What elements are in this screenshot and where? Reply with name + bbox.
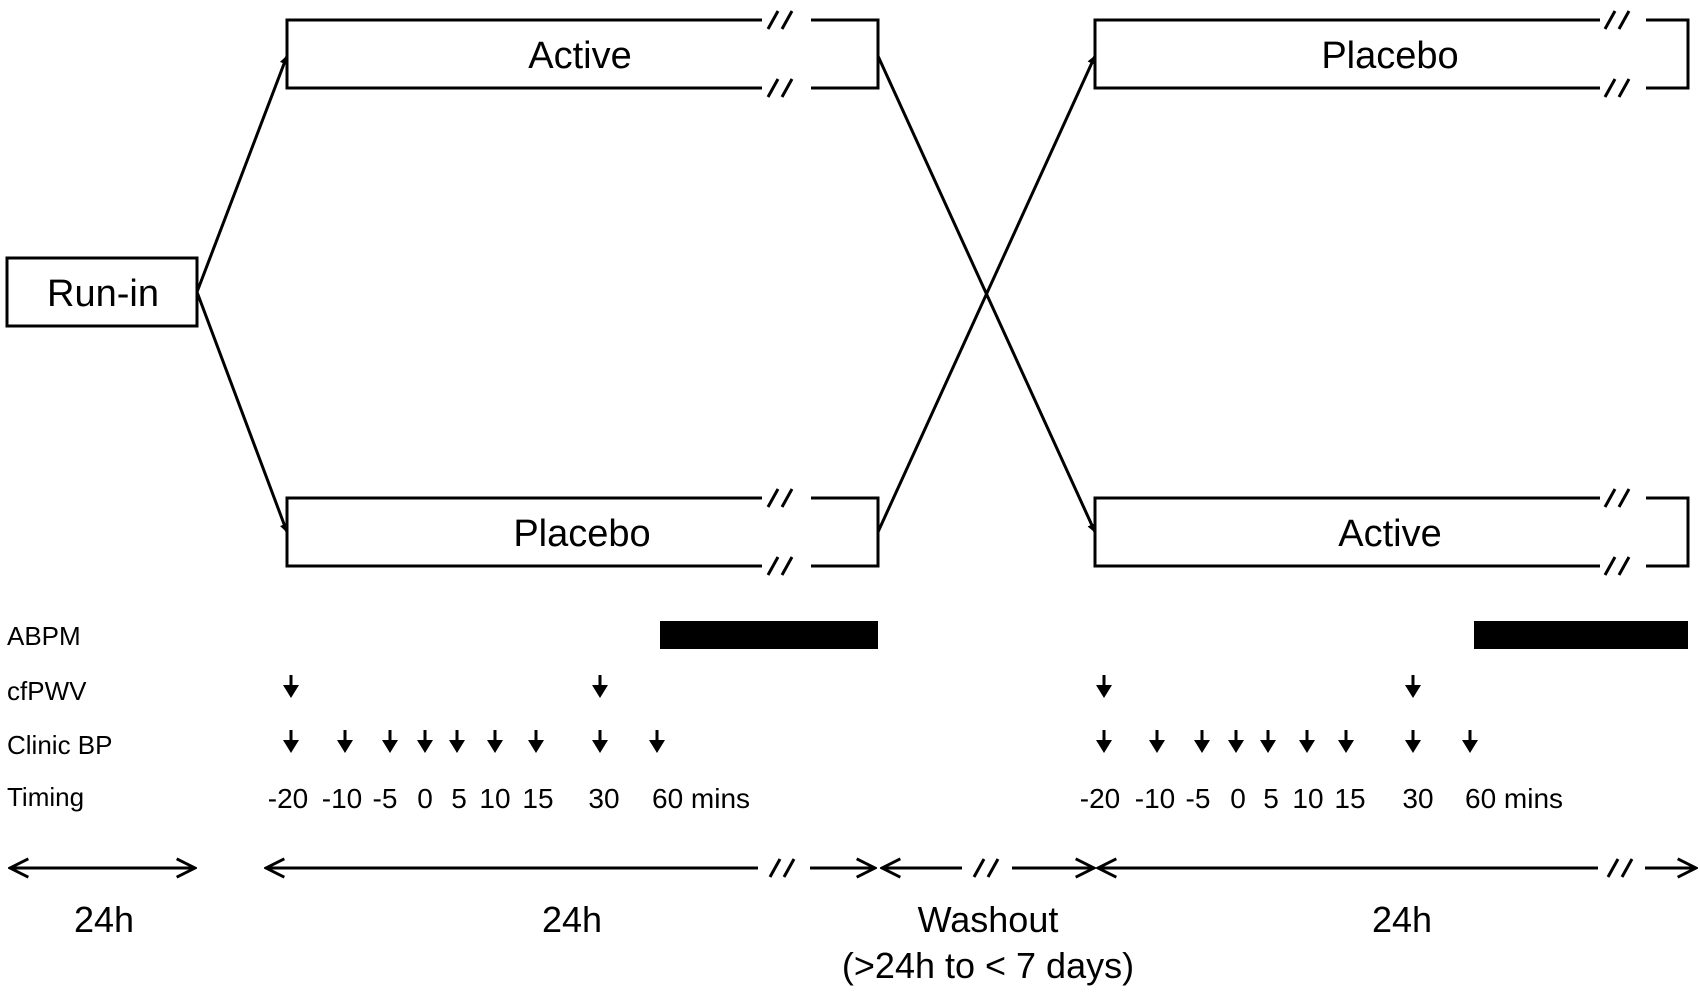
placebo-to-placebo-crossover-arrow [876, 55, 1097, 533]
period1-top-label: Active [528, 35, 631, 77]
clinic-bp-marker [649, 730, 665, 753]
clinic-bp-marker [337, 730, 353, 753]
abpm-bar-period2 [1474, 621, 1688, 649]
row-label-cfpwv: cfPWV [7, 676, 87, 706]
timing-tick: -5 [373, 783, 398, 814]
timing-tick: 0 [417, 783, 433, 814]
timing-tick: -10 [1135, 783, 1175, 814]
washout-label: Washout [918, 899, 1059, 940]
box-break-marks [766, 10, 1631, 576]
period1-bottom-label: Placebo [513, 513, 650, 555]
run-in-duration-label: 24h [74, 899, 134, 940]
period1-bottom-box: Placebo [285, 496, 880, 568]
timing-tick: 5 [451, 783, 467, 814]
timing-tick: 5 [1263, 783, 1279, 814]
timing-tick: -5 [1186, 783, 1211, 814]
clinic-bp-marker [1405, 730, 1421, 753]
timing-tick: 30 [1402, 783, 1433, 814]
timing-tick: 0 [1230, 783, 1246, 814]
period2-bottom-label: Active [1338, 513, 1441, 555]
measurement-markers [283, 675, 1478, 753]
cfpwv-marker [592, 675, 608, 698]
clinic-bp-marker [1462, 730, 1478, 753]
clinic-bp-marker [382, 730, 398, 753]
abpm-bar-period1 [660, 621, 878, 649]
run-in-label: Run-in [47, 273, 159, 315]
duration-break-marks [768, 858, 1634, 878]
period1-top-box: Active [285, 18, 880, 90]
timing-tick: -20 [268, 783, 308, 814]
period2-duration-label: 24h [1372, 899, 1432, 940]
row-label-clinic-bp: Clinic BP [7, 730, 112, 760]
clinic-bp-marker [1194, 730, 1210, 753]
run-in-box: Run-in [5, 256, 199, 328]
run-in-to-active-arrow [195, 55, 289, 293]
clinic-bp-marker [487, 730, 503, 753]
clinic-bp-marker [1096, 730, 1112, 753]
period2-top-box: Placebo [1093, 18, 1690, 90]
cfpwv-marker [1096, 675, 1112, 698]
timing-tick: 15 [522, 783, 553, 814]
timing-ticks-period2: -20 -10 -5 0 5 10 15 30 60 mins [1080, 783, 1563, 814]
clinic-bp-marker [1260, 730, 1276, 753]
timing-tick: 60 mins [1465, 783, 1563, 814]
washout-range-label: (>24h to < 7 days) [842, 945, 1134, 986]
timing-tick: 10 [1292, 783, 1323, 814]
period1-duration-label: 24h [542, 899, 602, 940]
period2-top-label: Placebo [1321, 35, 1458, 77]
period2-bottom-box: Active [1093, 496, 1690, 568]
run-in-to-placebo-arrow [195, 291, 289, 533]
clinic-bp-marker [1338, 730, 1354, 753]
timing-tick: 10 [479, 783, 510, 814]
clinic-bp-marker [283, 730, 299, 753]
timing-ticks-period1: -20 -10 -5 0 5 10 15 30 60 mins [268, 783, 750, 814]
clinic-bp-marker [592, 730, 608, 753]
clinic-bp-marker [1299, 730, 1315, 753]
row-label-abpm: ABPM [7, 621, 81, 651]
clinic-bp-marker [1228, 730, 1244, 753]
clinic-bp-marker [417, 730, 433, 753]
clinic-bp-marker [449, 730, 465, 753]
timing-tick: -10 [322, 783, 362, 814]
timing-tick: 15 [1334, 783, 1365, 814]
cfpwv-marker [283, 675, 299, 698]
timing-tick: 60 mins [652, 783, 750, 814]
allocation-arrows [195, 55, 1097, 533]
clinic-bp-marker [1149, 730, 1165, 753]
cfpwv-marker [1405, 675, 1421, 698]
clinic-bp-marker [528, 730, 544, 753]
row-label-timing: Timing [7, 782, 84, 812]
timing-tick: -20 [1080, 783, 1120, 814]
timing-tick: 30 [588, 783, 619, 814]
